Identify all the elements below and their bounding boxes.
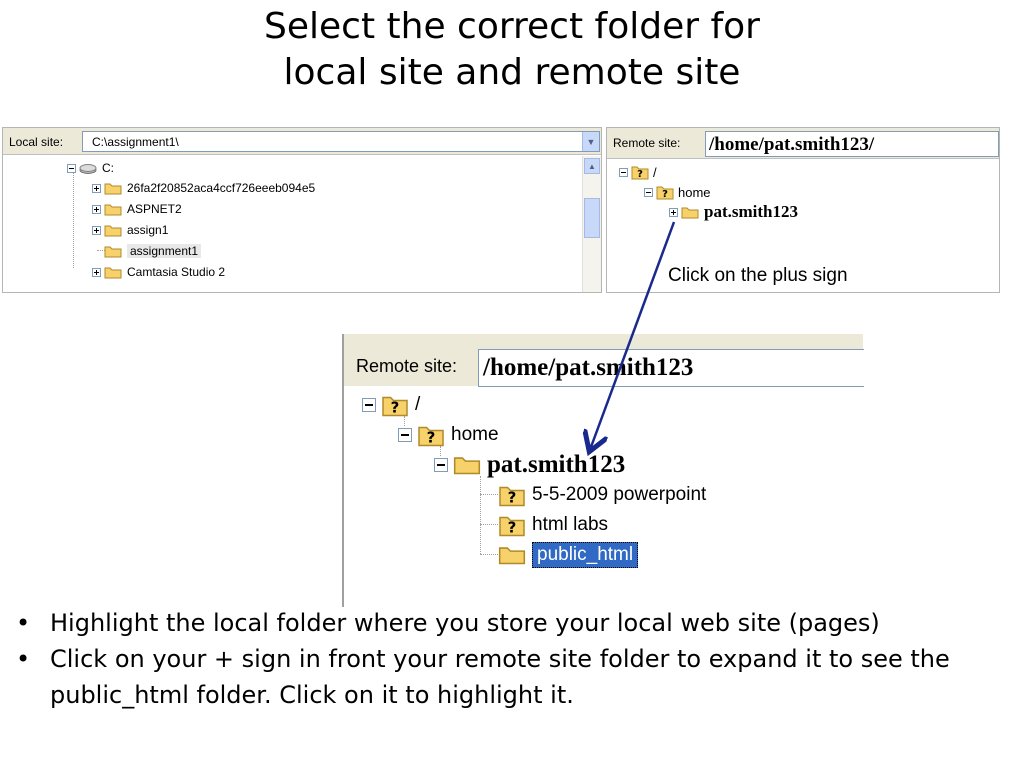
tree-item-label: /: [653, 164, 657, 180]
annotation-text: Click on the plus sign: [668, 265, 848, 286]
question-folder-icon: ?: [656, 184, 674, 200]
remote-site-panel-zoomed: Remote site: /home/pat.smith123 ? / ? ho…: [342, 334, 864, 607]
folder-icon: [453, 455, 481, 475]
title-line-1: Select the correct folder for: [264, 6, 760, 47]
tree-item-label: 5-5-2009 powerpoint: [532, 484, 707, 505]
folder-icon: [498, 545, 526, 565]
expand-icon[interactable]: [92, 225, 101, 235]
question-folder-icon: ?: [498, 483, 526, 507]
remote-site-label: Remote site:: [356, 356, 458, 376]
collapse-icon[interactable]: [67, 163, 76, 173]
tree-item-label: Camtasia Studio 2: [127, 265, 226, 279]
tree-item-home[interactable]: ? home: [644, 182, 711, 202]
tree-item-label: html labs: [532, 514, 609, 535]
remote-site-path-input[interactable]: /home/pat.smith123/: [705, 131, 999, 157]
remote-site-tree: ? / ? home pat.smith123: [607, 160, 999, 290]
svg-text:?: ?: [662, 189, 668, 200]
collapse-icon[interactable]: [434, 458, 448, 472]
tree-item-folder[interactable]: ? 5-5-2009 powerpoint: [498, 480, 706, 510]
scroll-thumb[interactable]: [584, 198, 600, 238]
instruction-list: Highlight the local folder where you sto…: [10, 605, 1010, 713]
expand-icon[interactable]: [92, 267, 101, 277]
chevron-down-icon[interactable]: ▼: [582, 132, 599, 151]
slide-title: Select the correct folder for local site…: [0, 4, 1024, 96]
collapse-icon[interactable]: [619, 167, 628, 177]
folder-icon: [104, 224, 122, 237]
remote-site-label: Remote site:: [613, 136, 681, 150]
tree-item-user-folder[interactable]: pat.smith123: [669, 202, 798, 222]
local-site-label: Local site:: [9, 135, 64, 149]
svg-text:?: ?: [637, 169, 643, 180]
folder-icon: [681, 206, 699, 219]
local-site-path: C:\assignment1\: [92, 135, 179, 149]
local-tree-scrollbar[interactable]: ▲: [582, 156, 601, 292]
tree-item-label: C:: [102, 161, 114, 175]
collapse-icon[interactable]: [398, 428, 412, 442]
title-line-2: local site and remote site: [283, 52, 741, 93]
expand-icon[interactable]: [92, 204, 101, 214]
tree-item-user-folder[interactable]: pat.smith123: [434, 450, 625, 480]
remote-site-header: Remote site: /home/pat.smith123: [344, 334, 864, 387]
local-site-header: Local site: C:\assignment1\ ▼: [3, 128, 601, 155]
collapse-icon[interactable]: [644, 187, 653, 197]
drive-icon: [79, 162, 97, 175]
instruction-item: Click on your + sign in front your remot…: [10, 641, 1010, 713]
tree-item-label: public_html: [532, 542, 639, 568]
tree-item-root[interactable]: ? /: [619, 162, 657, 182]
instruction-item: Highlight the local folder where you sto…: [10, 605, 1010, 641]
tree-item-label: assign1: [127, 223, 169, 237]
remote-site-path: /home/pat.smith123: [483, 354, 694, 381]
collapse-icon[interactable]: [362, 398, 376, 412]
expand-icon[interactable]: [92, 183, 101, 193]
tree-item-label: 26fa2f20852aca4ccf726eeeb094e5: [127, 181, 316, 195]
tree-item-home[interactable]: ? home: [398, 420, 499, 450]
question-folder-icon: ?: [381, 393, 409, 417]
local-site-tree: C: 26fa2f20852aca4ccf726eeeb094e5 ASPNET…: [3, 156, 583, 292]
tree-item-root[interactable]: ? /: [362, 390, 420, 420]
folder-icon: [104, 182, 122, 195]
question-folder-icon: ?: [498, 513, 526, 537]
local-site-path-combo[interactable]: C:\assignment1\ ▼: [82, 131, 600, 152]
folder-icon: [104, 245, 122, 258]
tree-item-label: home: [678, 184, 711, 200]
svg-text:?: ?: [508, 489, 517, 507]
tree-item-folder[interactable]: ASPNET2: [92, 199, 182, 219]
tree-item-label: home: [451, 424, 499, 445]
tree-item-folder-selected[interactable]: assignment1: [104, 241, 202, 261]
folder-icon: [104, 203, 122, 216]
arrow-line: [591, 221, 676, 447]
folder-icon: [104, 266, 122, 279]
tree-item-folder[interactable]: assign1: [92, 220, 168, 240]
remote-site-tree: ? / ? home pat.smith123 ? 5-5-2009 power…: [344, 386, 863, 606]
tree-item-label: /: [415, 394, 421, 415]
question-folder-icon: ?: [631, 164, 649, 180]
tree-item-drive-c[interactable]: C:: [67, 158, 114, 178]
tree-item-folder[interactable]: Camtasia Studio 2: [92, 262, 225, 282]
question-folder-icon: ?: [417, 423, 445, 447]
svg-text:?: ?: [391, 399, 400, 417]
remote-site-panel: Remote site: /home/pat.smith123/ ? / ? h…: [606, 127, 1000, 293]
scroll-up-icon[interactable]: ▲: [584, 158, 600, 174]
remote-site-path-input[interactable]: /home/pat.smith123: [478, 349, 864, 387]
tree-item-label: assignment1: [127, 244, 202, 258]
remote-site-header: Remote site: /home/pat.smith123/: [607, 128, 999, 159]
tree-item-folder[interactable]: 26fa2f20852aca4ccf726eeeb094e5: [92, 178, 315, 198]
tree-item-public-html-selected[interactable]: public_html: [498, 540, 639, 570]
tree-item-label: pat.smith123: [704, 202, 798, 221]
svg-text:?: ?: [427, 429, 436, 447]
tree-item-folder[interactable]: ? html labs: [498, 510, 608, 540]
expand-icon[interactable]: [669, 207, 678, 217]
svg-text:?: ?: [508, 519, 517, 537]
remote-site-path: /home/pat.smith123/: [709, 134, 875, 155]
local-site-panel: Local site: C:\assignment1\ ▼ C: 26fa2f2…: [2, 127, 602, 293]
tree-item-label: ASPNET2: [127, 202, 182, 216]
